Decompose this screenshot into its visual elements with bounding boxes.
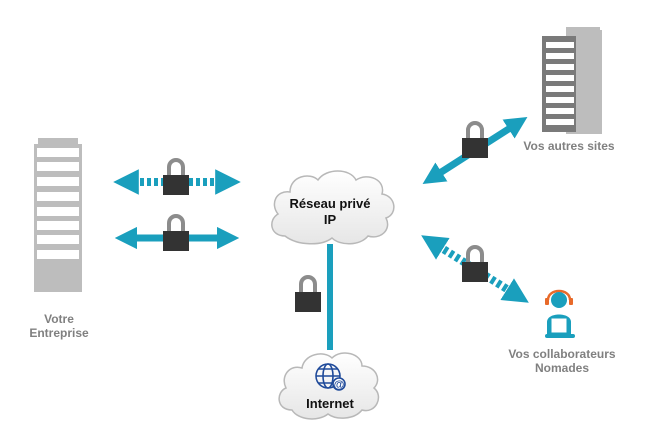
label-internet: Internet <box>306 396 354 411</box>
building-entreprise-icon <box>34 138 82 292</box>
building-autres-sites-icon <box>542 27 602 134</box>
label-line: Réseau privé <box>289 196 371 211</box>
label-line: IP <box>323 212 337 227</box>
lock-icon <box>163 214 189 251</box>
lock-icon <box>462 245 488 282</box>
nomade-user-headset-icon <box>545 289 575 338</box>
cloud-internet-icon: @ <box>278 352 380 420</box>
label-reseau-prive: Réseau privé IP <box>268 196 392 228</box>
label-line: Vos collaborateurs <box>508 347 616 361</box>
label-line: Votre <box>44 312 74 326</box>
label-votre-entreprise: Votre Entreprise <box>14 312 104 340</box>
lock-icon <box>462 121 488 158</box>
label-line: Entreprise <box>29 326 89 340</box>
svg-text:@: @ <box>334 379 345 391</box>
globe-at-icon: @ <box>315 363 346 391</box>
label-vos-collaborateurs-nomades: Vos collaborateurs Nomades <box>500 347 624 375</box>
cloud-reseau-prive-icon <box>271 170 395 245</box>
lock-icon <box>163 158 189 195</box>
lock-icon <box>295 275 321 312</box>
locks <box>163 121 488 312</box>
label-line: Nomades <box>534 361 590 375</box>
label-vos-autres-sites: Vos autres sites <box>523 139 615 153</box>
